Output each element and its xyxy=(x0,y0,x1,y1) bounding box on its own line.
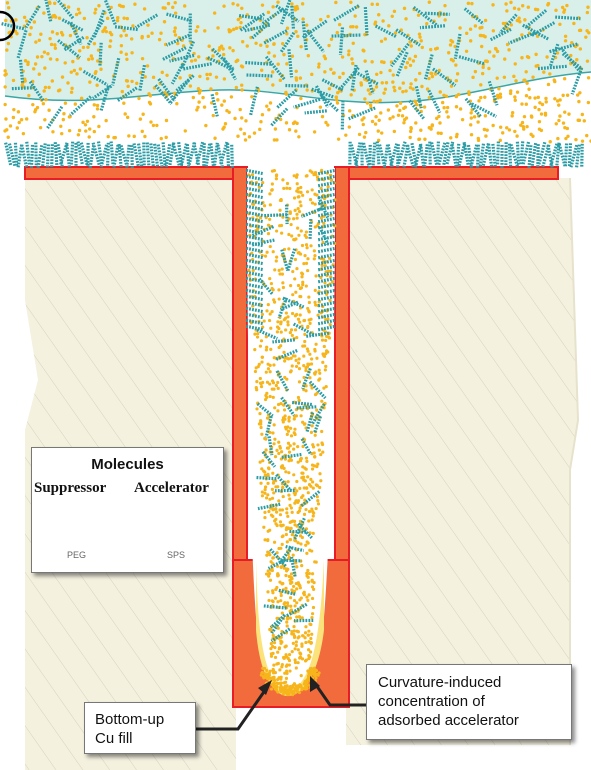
curvature-callout: Curvature-induced concentration of adsor… xyxy=(366,664,572,740)
curvature-line-2: concentration of xyxy=(378,692,519,711)
bottom-up-line-2: Cu fill xyxy=(95,729,164,748)
curvature-line-1: Curvature-induced xyxy=(378,673,519,692)
legend-title: Molecules xyxy=(32,456,223,473)
bottom-up-callout: Bottom-up Cu fill xyxy=(84,702,196,754)
legend-sps-caption: SPS xyxy=(167,550,185,560)
legend-accelerator-label: Accelerator xyxy=(134,480,209,497)
bottom-up-line-1: Bottom-up xyxy=(95,710,164,729)
molecules-legend: Molecules Suppressor Accelerator PEG SPS xyxy=(31,447,224,573)
legend-suppressor-label: Suppressor xyxy=(34,480,106,497)
curvature-line-3: adsorbed accelerator xyxy=(378,711,519,730)
legend-peg-caption: PEG xyxy=(67,550,86,560)
